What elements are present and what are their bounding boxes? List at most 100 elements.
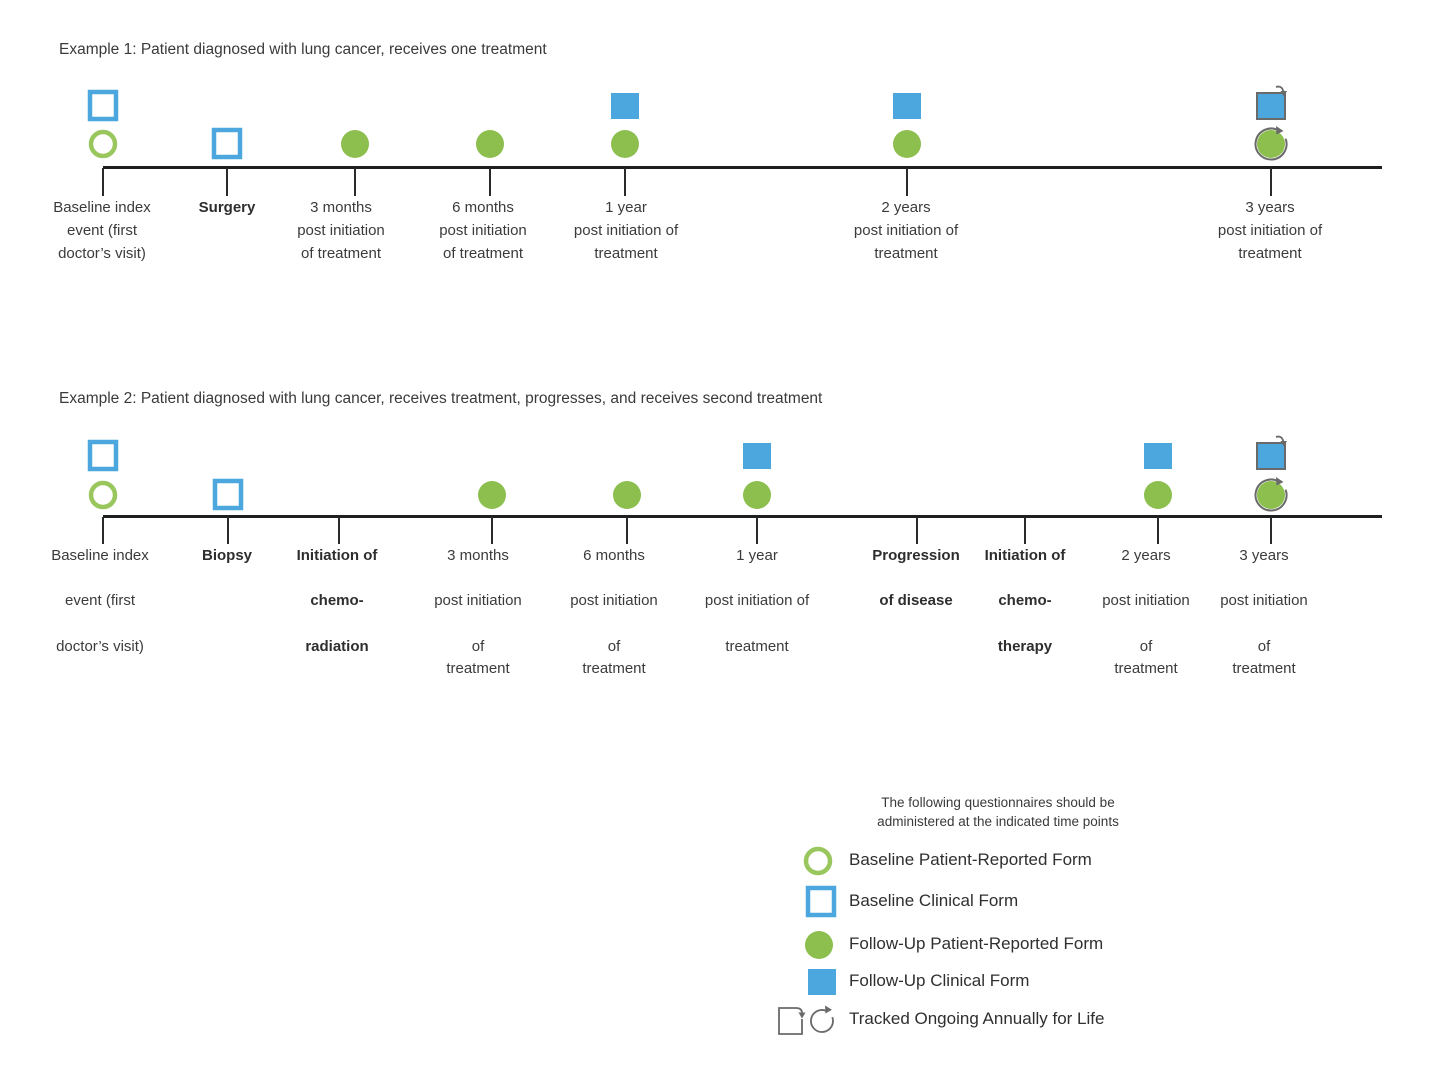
event-label-3-months-line3: of <box>471 638 485 655</box>
event-label-initiation-chemo-radiation-line2: chemo- <box>310 592 364 609</box>
event-label-3-months-line2: post initiation <box>297 222 385 239</box>
baseline-patient-icon <box>796 839 840 883</box>
event-label-3-years-line3: treatment <box>1238 245 1302 262</box>
event-label-initiation-chemo-therapy-line3: therapy <box>997 638 1053 655</box>
legend-label-baseline-clinical: Baseline Clinical Form <box>849 891 1019 910</box>
tick-3-months <box>491 517 493 544</box>
event-label-biopsy-line1: Biopsy <box>201 547 253 564</box>
event-label-1-year-line1: 1 year <box>736 547 778 564</box>
event-label-progression-of-disease-line1: Progression <box>872 547 960 564</box>
tick-initiation-chemo-radiation <box>338 517 340 544</box>
tick-2-years <box>906 168 908 196</box>
event-label-2-years-line2: post initiation <box>1102 592 1190 609</box>
event-label-3-months-line1: 3 months <box>447 547 509 564</box>
event-label-1-year-line1: 1 year <box>605 199 647 216</box>
event-label-baseline-line1: Baseline index <box>53 199 151 216</box>
followup-clinical-marker <box>603 84 647 128</box>
event-label-surgery-line1: Surgery <box>198 199 256 216</box>
baseline-clinical-icon <box>799 880 843 924</box>
tick-baseline <box>102 517 104 544</box>
followup-patient-icon <box>797 923 841 967</box>
event-label-baseline-line3: doctor’s visit) <box>56 638 144 655</box>
event-label-6-months-line2: post initiation <box>570 592 658 609</box>
tick-3-months <box>354 168 356 196</box>
event-label-baseline-line3: doctor’s visit) <box>58 245 146 262</box>
followup-patient-marker <box>603 122 647 166</box>
tick-3-years <box>1270 517 1272 544</box>
followup-clinical-marker <box>1249 84 1293 128</box>
followup-patient-marker <box>468 122 512 166</box>
event-label-1-year-line2: post initiation of <box>573 222 679 239</box>
legend-label-baseline-patient: Baseline Patient-Reported Form <box>849 850 1092 869</box>
event-label-6-months-line1: 6 months <box>452 199 514 216</box>
example1-title: Example 1: Patient diagnosed with lung c… <box>59 41 547 58</box>
event-label-6-months-line3: of treatment <box>442 245 524 262</box>
event-label-2-years-line3: of <box>1139 638 1153 655</box>
event-label-3-months-line4: treatment <box>446 660 510 677</box>
event-label-1-year-line3: treatment <box>725 638 789 655</box>
tick-6-months <box>626 517 628 544</box>
event-label-1-year-line2: post initiation of <box>704 592 810 609</box>
event-label-2-years-line1: 2 years <box>881 199 931 216</box>
legend-header-line1: The following questionnaires should be <box>881 795 1115 810</box>
followup-clinical-marker <box>1249 434 1293 478</box>
followup-patient-marker <box>735 473 779 517</box>
event-label-3-years-line3: of <box>1257 638 1271 655</box>
followup-patient-marker <box>1136 473 1180 517</box>
timeline-axis <box>103 515 1382 518</box>
legend-label-tracked: Tracked Ongoing Annually for Life <box>849 1009 1105 1028</box>
followup-clinical-marker <box>735 434 779 478</box>
event-label-6-months-line1: 6 months <box>583 547 645 564</box>
event-label-3-years-line1: 3 years <box>1239 547 1289 564</box>
event-label-2-years-line2: post initiation of <box>853 222 959 239</box>
followup-patient-marker <box>605 473 649 517</box>
baseline-clinical-marker <box>81 84 125 128</box>
event-label-3-years-line1: 3 years <box>1245 199 1295 216</box>
followup-patient-marker <box>333 122 377 166</box>
event-label-2-years-line4: treatment <box>1114 660 1178 677</box>
event-label-3-months-line3: of treatment <box>300 245 382 262</box>
event-label-initiation-chemo-radiation-line3: radiation <box>305 638 369 655</box>
legend-header-line2: administered at the indicated time point… <box>877 814 1119 829</box>
tick-initiation-chemo-therapy <box>1024 517 1026 544</box>
legend-label-followup-patient: Follow-Up Patient-Reported Form <box>849 934 1104 953</box>
event-label-2-years-line3: treatment <box>874 245 938 262</box>
baseline-clinical-marker <box>205 122 249 166</box>
followup-clinical-icon <box>800 960 844 1004</box>
tick-baseline <box>102 168 104 196</box>
event-label-baseline-line2: event (first <box>66 222 138 239</box>
event-label-6-months-line3: of <box>607 638 621 655</box>
tick-6-months <box>489 168 491 196</box>
followup-clinical-marker <box>1136 434 1180 478</box>
followup-clinical-marker <box>885 84 929 128</box>
event-label-3-years-line2: post initiation of <box>1217 222 1323 239</box>
event-label-1-year-line3: treatment <box>594 245 658 262</box>
tick-3-years <box>1270 168 1272 196</box>
event-label-3-months-line1: 3 months <box>310 199 372 216</box>
event-label-initiation-chemo-therapy-line2: chemo- <box>998 592 1052 609</box>
tick-biopsy <box>227 517 229 544</box>
example2-title: Example 2: Patient diagnosed with lung c… <box>59 390 823 407</box>
baseline-patient-marker <box>81 122 125 166</box>
tick-2-years <box>1157 517 1159 544</box>
tick-1-year <box>756 517 758 544</box>
followup-patient-marker <box>470 473 514 517</box>
event-label-initiation-chemo-therapy-line1: Initiation of <box>984 547 1066 564</box>
tracked-ongoing-icon <box>775 1003 847 1041</box>
baseline-patient-marker <box>81 473 125 517</box>
event-label-progression-of-disease-line2: of disease <box>879 592 953 609</box>
tick-1-year <box>624 168 626 196</box>
event-label-baseline-line2: event (first <box>64 592 136 609</box>
followup-patient-marker <box>1249 122 1293 166</box>
event-label-3-years-line4: treatment <box>1232 660 1296 677</box>
event-label-6-months-line2: post initiation <box>439 222 527 239</box>
event-label-3-years-line2: post initiation <box>1220 592 1308 609</box>
baseline-clinical-marker <box>81 434 125 478</box>
baseline-clinical-marker <box>206 473 250 517</box>
tick-surgery <box>226 168 228 196</box>
event-label-baseline-line1: Baseline index <box>51 547 149 564</box>
followup-patient-marker <box>1249 473 1293 517</box>
legend-label-followup-clinical: Follow-Up Clinical Form <box>849 971 1030 990</box>
tick-progression-of-disease <box>916 517 918 544</box>
